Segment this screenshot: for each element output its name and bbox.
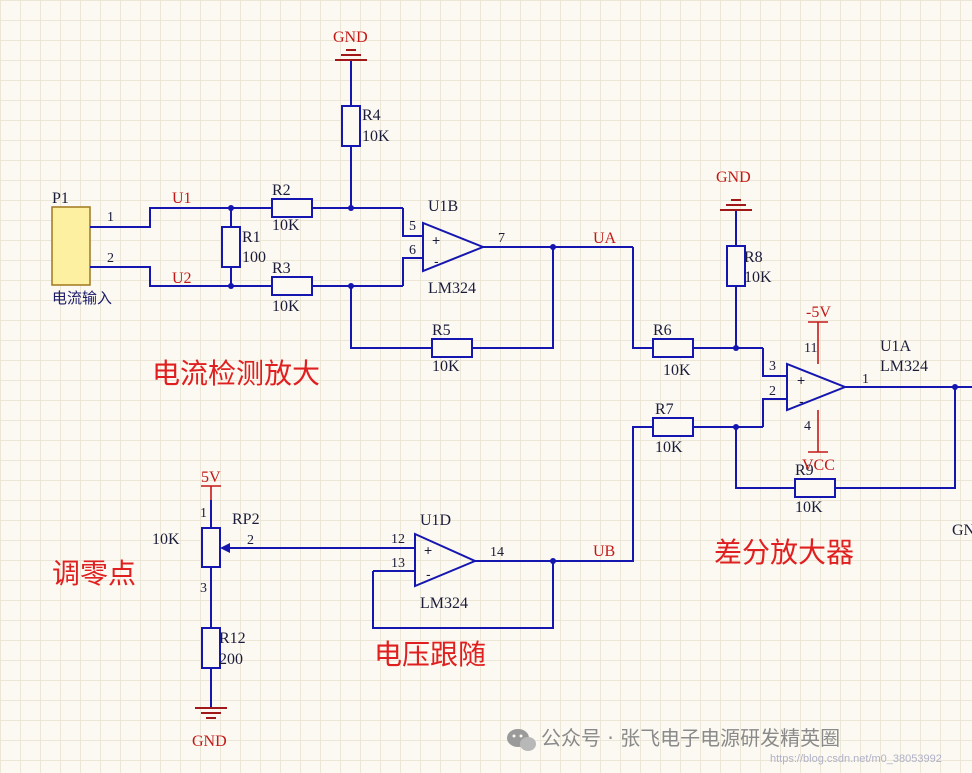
resistor-r3[interactable]: R3 10K [271,260,313,315]
r4-ref: R4 [362,107,381,124]
wires-diff-stage [553,210,972,562]
net-label-u2: U2 [172,270,192,287]
ground-bottom: GND [192,707,227,750]
net-label-ua: UA [593,230,617,247]
r2-ref: R2 [272,182,291,199]
net-label-ub: UB [593,543,615,560]
gnd-label-3: GND [192,733,227,750]
ground-top-left: GND [333,29,368,61]
r9-ref: R9 [795,462,814,479]
opamp-u1d[interactable]: + - U1D LM324 12 13 14 [391,512,504,612]
resistor-r12[interactable]: R12 200 [201,627,246,669]
r1-value: 100 [242,249,266,266]
opamp-u1a[interactable]: + - U1A LM324 3 2 1 11 4 [769,338,928,434]
u1d-pin-plus: 12 [391,532,405,547]
r6-ref: R6 [653,322,672,339]
r7-ref: R7 [655,401,674,418]
connector-pin2: 2 [107,251,114,266]
r9-value: 10K [795,499,823,516]
u1d-pin-out: 14 [490,545,504,560]
potentiometer-rp2[interactable]: RP2 10K 1 2 3 [152,506,260,596]
neg5v-label: -5V [806,304,831,321]
u1b-ref: U1B [428,198,458,215]
u1a-pin-plus: 3 [769,359,776,374]
wires-input-stage [90,60,633,349]
u1d-plus-sign: + [424,542,432,558]
pos5v-label: 5V [201,469,221,486]
section-voltage-follower: 电压跟随 [374,638,486,671]
u1b-part: LM324 [428,280,476,297]
gnd-label-2: GND [716,169,751,186]
u1a-pin-vpos: 11 [804,341,817,356]
resistor-r4[interactable]: R4 10K [341,105,390,147]
wechat-icon [507,729,536,751]
junctions [228,205,958,564]
power-vcc: VCC [802,451,835,474]
section-zero-adjust: 调零点 [52,557,136,590]
rp2-pin2: 2 [247,533,254,548]
rp2-value: 10K [152,531,180,548]
power-neg5v: -5V [806,304,831,323]
gnd-label-1: GND [333,29,368,46]
resistor-r1[interactable]: R1 100 [221,226,266,268]
u1d-ref: U1D [420,512,451,529]
r1-ref: R1 [242,229,261,246]
r12-ref: R12 [219,630,246,647]
u1b-pin-minus: 6 [409,243,416,258]
r5-ref: R5 [432,322,451,339]
resistor-r2[interactable]: R2 10K [271,182,313,234]
watermark-text: 公众号 · 张飞电子电源研发精英圈 [541,726,840,750]
u1d-pin-minus: 13 [391,556,405,571]
wiper-arrow-icon [220,543,230,553]
u1a-ref: U1A [880,338,912,355]
r4-value: 10K [362,128,390,145]
watermark-url: https://blog.csdn.net/m0_38053992 [770,753,942,765]
u1a-pin-minus: 2 [769,384,776,399]
rp2-pin3: 3 [200,581,207,596]
section-diff-amp: 差分放大器 [714,536,854,569]
u1d-part: LM324 [420,595,468,612]
u1a-pin-vneg: 4 [804,419,811,434]
resistor-r7[interactable]: R7 10K [652,401,694,456]
resistor-r9[interactable]: R9 10K [794,462,836,516]
r2-value: 10K [272,217,300,234]
u1b-pin-out: 7 [498,231,505,246]
connector-body [51,206,91,286]
connector-p1[interactable]: P1 电流输入 1 2 [51,190,114,307]
gnd-label-right: GN [952,522,972,539]
vcc-label: VCC [802,457,835,474]
r12-value: 200 [219,651,243,668]
ground-top-right: GND [716,169,752,211]
u1b-pin-plus: 5 [409,219,416,234]
connector-ref: P1 [52,190,69,207]
resistor-r8[interactable]: R8 10K [726,245,772,287]
rp2-pin1: 1 [200,506,207,521]
u1d-minus-sign: - [426,566,431,582]
u1a-plus-sign: + [797,372,805,388]
power-pos5v: 5V [201,469,221,487]
r3-value: 10K [272,298,300,315]
u1a-part: LM324 [880,358,928,375]
rp2-ref: RP2 [232,511,260,528]
r8-ref: R8 [744,249,763,266]
r5-value: 10K [432,358,460,375]
connector-label: 电流输入 [52,289,112,307]
u1b-minus-sign: - [434,253,439,269]
r3-ref: R3 [272,260,291,277]
r6-value: 10K [663,362,691,379]
connector-pin1: 1 [107,210,114,225]
section-current-amp: 电流检测放大 [152,357,320,390]
r7-value: 10K [655,439,683,456]
u1a-minus-sign: - [799,393,804,409]
watermark: 公众号 · 张飞电子电源研发精英圈 https://blog.csdn.net/… [507,726,942,765]
resistor-r6[interactable]: R6 10K [652,322,694,379]
u1a-pin-out: 1 [862,372,869,387]
r8-value: 10K [744,269,772,286]
u1b-plus-sign: + [432,232,440,248]
opamp-u1b[interactable]: + - U1B LM324 5 6 7 [409,198,505,297]
net-label-u1: U1 [172,190,192,207]
wires-follower-stage [210,486,554,708]
resistor-r5[interactable]: R5 10K [431,322,473,375]
